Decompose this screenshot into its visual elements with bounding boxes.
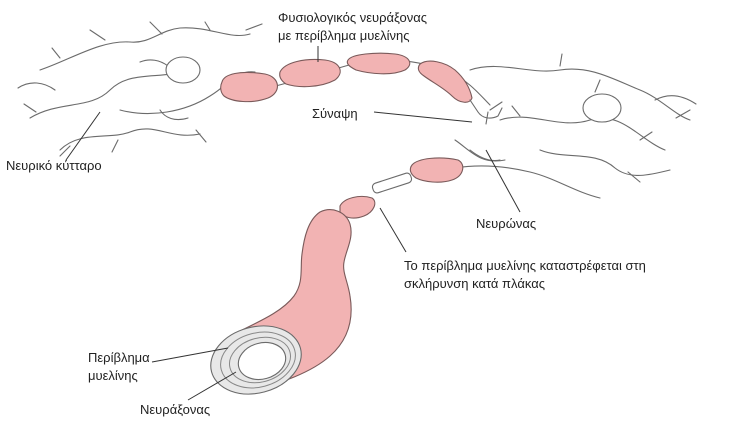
neuron-label: Νευρώνας	[476, 216, 536, 231]
myelin-sheath-label-line2: μυελίνης	[88, 368, 138, 383]
myelin-sheath-label-line1: Περίβλημα	[88, 350, 150, 365]
synapse-label: Σύναψη	[312, 106, 358, 121]
normal-myelinated-axon	[221, 53, 502, 124]
axon-label: Νευράξονας	[140, 402, 210, 417]
normal-axon-label-line2: με περίβλημα μυελίνης	[278, 28, 410, 43]
ms-label-line1: Το περίβλημα μυελίνης καταστρέφεται στη	[404, 258, 646, 273]
nerve-cell-label: Νευρικό κύτταρο	[6, 158, 102, 173]
normal-axon-label-line1: Φυσιολογικός νευράξονας	[278, 10, 427, 25]
ms-label-line2: σκλήρυνση κατά πλάκας	[404, 276, 545, 291]
